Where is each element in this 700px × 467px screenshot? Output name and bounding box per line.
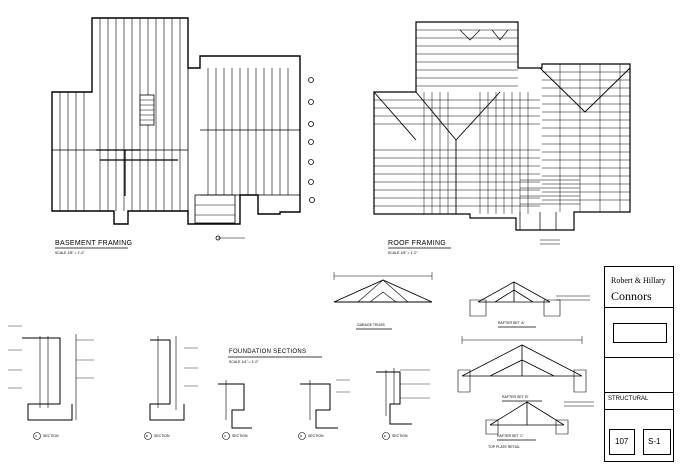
section-c-label: SECTION [232,434,248,438]
section-b-label: SECTION [154,434,170,438]
basement-framing-title: BASEMENT FRAMING [55,240,133,247]
garage-truss-title: GARAGE TRUSS [357,323,385,327]
section-c-key: C [224,434,227,438]
foundation-section-e [376,368,430,425]
foundation-section-c [218,380,252,429]
sheet-number: S-1 [648,437,661,446]
basement-framing-scale: SCALE 1/8" = 1'-0" [55,251,85,255]
section-a-label: SECTION [43,434,59,438]
top-plate-detail-title: TOP PLATE RETAIL [488,445,520,449]
rafter-set-a-detail [469,281,590,317]
title-block: Robert & Hillary Connors STRUCTURAL 107 … [604,266,674,462]
foundation-section-a [8,325,94,421]
rafter-set-c-detail [485,401,594,435]
roof-framing-scale: SCALE 1/8" = 1'-0" [388,251,418,255]
project-number: 107 [615,437,629,446]
section-a-key: A [35,434,38,438]
foundation-section-d [300,379,350,429]
architect-logo [613,323,667,343]
section-e-key: E [384,434,387,438]
garage-truss-detail [333,272,433,303]
section-d-key: D [300,434,303,438]
section-b-key: B [146,434,149,438]
basement-framing-plan [51,17,315,241]
rafter-set-b-detail [457,336,587,393]
sheet-number-box: S-1 [643,429,671,455]
rafter-set-c-title: RAFTER SET 'C' [497,434,524,438]
client-line: Robert & Hillary [611,276,666,285]
sheet-title: STRUCTURAL [608,396,649,402]
foundation-sections-scale: SCALE 1/4" = 1'-0" [229,360,259,364]
rafter-set-a-title: RAFTER SET 'A' [498,321,525,325]
roof-framing-title: ROOF FRAMING [388,240,447,247]
section-e-label: SECTION [392,434,408,438]
foundation-sections-title: FOUNDATION SECTIONS [229,349,307,355]
section-d-label: SECTION [308,434,324,438]
foundation-section-b [149,336,198,421]
rafter-set-b-title: RAFTER SET 'B' [502,395,529,399]
client-name: Connors [611,289,652,303]
roof-framing-plan [373,21,631,245]
project-number-box: 107 [609,429,635,455]
